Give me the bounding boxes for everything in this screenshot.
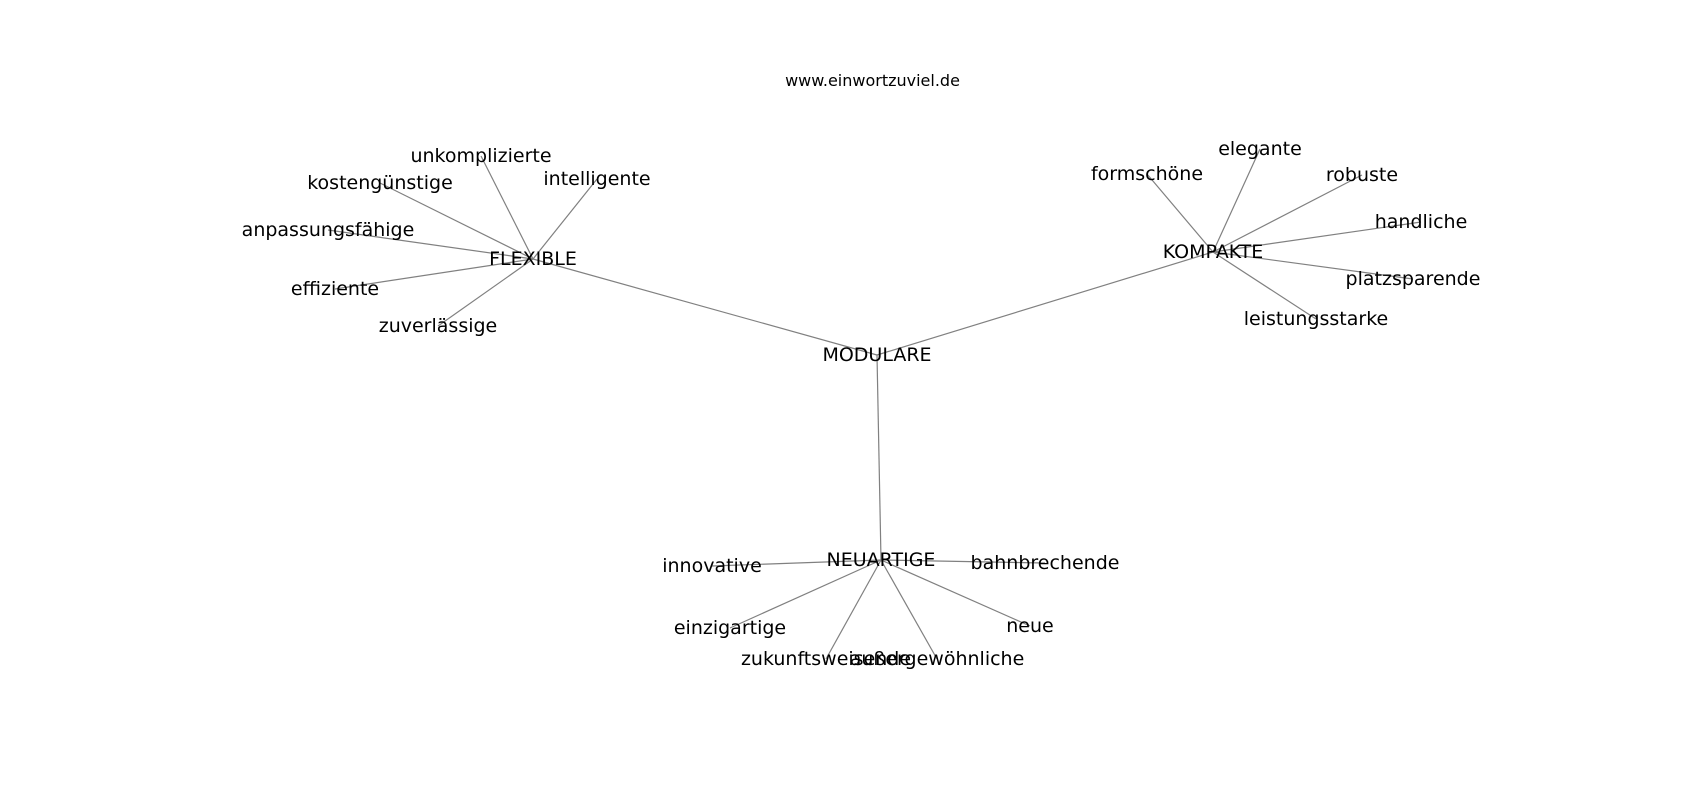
node-hub-flexible: FLEXIBLE [489,248,577,270]
edge-kompakte-platzsparende [1212,251,1414,280]
edge-flexible-intelligente [532,178,598,260]
edge-neuartige-bahnbrechende [880,559,1046,564]
node-leaf-handliche: handliche [1375,211,1468,233]
node-leaf-robuste: robuste [1326,164,1398,186]
edge-neuartige-zukunftsweisende [825,559,882,660]
node-leaf-einzigartige: einzigartige [674,617,786,639]
edge-flexible-unkomplizierte [480,155,534,260]
node-leaf-anpassungsfaehige: anpassungsfähige [242,219,415,241]
node-leaf-formschoene: formschöne [1091,163,1203,185]
edge-neuartige-aussergewoehnliche [880,559,938,660]
edge-flexible-effiziente [334,258,534,290]
edge-kompakte-handliche [1212,221,1422,253]
edge-neuartige-innovative [711,559,882,567]
node-hub-neuartige: NEUARTIGE [827,549,936,571]
edge-kompakte-robuste [1212,174,1363,253]
edge-neuartige-neue [880,559,1031,627]
source-url: www.einwortzuviel.de [785,71,960,90]
node-leaf-kostenguenstige: kostengünstige [307,172,453,194]
label-layer: MODULARE FLEXIBLE unkomplizierte kostengüns… [242,138,1481,670]
edge-kompakte-elegante [1212,148,1261,253]
node-leaf-platzsparende: platzsparende [1346,268,1481,290]
node-leaf-zukunftsweisende: zukunftsweisende [741,648,911,670]
edge-root-flexible [532,258,878,356]
node-leaf-bahnbrechende: bahnbrechende [971,552,1120,574]
edge-flexible-zuverlaessige [437,258,534,327]
node-leaf-leistungsstarke: leistungsstarke [1244,308,1388,330]
node-root-modulare: MODULARE [822,344,931,366]
edge-kompakte-leistungsstarke [1212,251,1317,320]
node-leaf-innovative: innovative [662,555,762,577]
edge-neuartige-einzigartige [729,559,882,629]
node-leaf-intelligente: intelligente [543,168,650,190]
edge-kompakte-formschoene [1146,173,1214,253]
node-leaf-unkomplizierte: unkomplizierte [410,145,551,167]
node-leaf-aussergewoehnliche: außergewöhnliche [850,648,1025,670]
node-leaf-neue: neue [1006,615,1053,637]
node-leaf-elegante: elegante [1218,138,1302,160]
edge-root-neuartige [876,354,882,561]
edge-layer [327,148,1422,660]
node-leaf-effiziente: effiziente [291,278,379,300]
node-leaf-zuverlaessige: zuverlässige [379,315,498,337]
node-hub-kompakte: KOMPAKTE [1163,241,1264,263]
edge-flexible-kostenguenstige [379,182,534,260]
edge-root-kompakte [876,251,1214,356]
edge-flexible-anpassungsfaehige [327,229,534,260]
